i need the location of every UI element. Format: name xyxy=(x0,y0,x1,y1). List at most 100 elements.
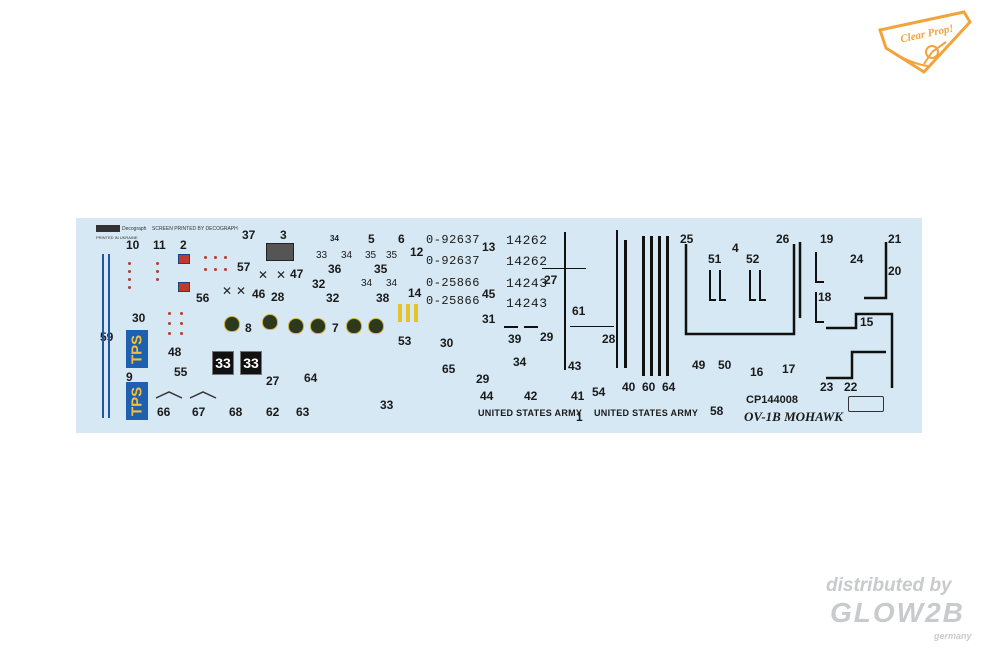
small-decal xyxy=(128,286,131,289)
decal-number: 25 xyxy=(680,232,694,246)
unit-badge-icon xyxy=(346,318,362,334)
decal-number: 20 xyxy=(888,264,902,278)
decal-number: 4 xyxy=(732,241,739,255)
decal-number: 10 xyxy=(126,238,140,252)
small-decal xyxy=(224,256,227,259)
decograph-logo xyxy=(96,225,120,232)
decal-number: 16 xyxy=(750,365,764,379)
decal-number: 27 xyxy=(266,374,280,388)
stripe-decal xyxy=(102,254,104,418)
decal-number: 27 xyxy=(544,273,558,287)
number-33-decal: 33 xyxy=(212,351,234,375)
walkway-outline-decal xyxy=(798,242,894,388)
decal-number: 21 xyxy=(888,232,902,246)
decal-number: 68 xyxy=(229,405,243,419)
screen-printed-label: SCREEN PRINTED BY DECOGRAPH xyxy=(152,226,238,232)
decal-number: 28 xyxy=(602,332,616,346)
serial-number: 0-92637 xyxy=(426,233,480,247)
tps-decal: TPS xyxy=(126,330,148,368)
small-decal xyxy=(224,268,227,271)
warning-strip-decal xyxy=(406,304,410,322)
decal-number: 66 xyxy=(157,405,171,419)
propeller-decal-icon: ✕ xyxy=(276,268,287,282)
decal-number: 5 xyxy=(368,232,375,246)
decal-number: 34 xyxy=(386,278,398,289)
small-decal xyxy=(168,332,171,335)
decal-number: 50 xyxy=(718,358,732,372)
small-decal xyxy=(180,312,183,315)
decal-number: 34 xyxy=(361,278,373,289)
decal-number: 36 xyxy=(328,262,342,276)
small-decal xyxy=(180,322,183,325)
unit-badge-icon xyxy=(224,316,240,332)
decal-number: 7 xyxy=(332,321,339,335)
propeller-decal-icon: ✕ xyxy=(258,268,269,282)
decal-number: 26 xyxy=(776,232,790,246)
small-decal xyxy=(128,262,131,265)
chevron-decal-icon xyxy=(155,391,183,399)
stripe-decal xyxy=(524,326,538,328)
decal-number: 57 xyxy=(237,260,251,274)
decal-number: 64 xyxy=(304,371,318,385)
decal-number: 43 xyxy=(568,359,582,373)
serial-number: 14262 xyxy=(506,233,548,248)
product-code: CP144008 xyxy=(746,394,798,406)
walkway-outline-decal xyxy=(684,244,796,336)
decal-number: 65 xyxy=(442,362,456,376)
small-decal xyxy=(156,278,159,281)
decal-number: 38 xyxy=(376,291,390,305)
decal-number: 44 xyxy=(480,389,494,403)
decal-number: 46 xyxy=(252,287,266,301)
small-decal xyxy=(204,256,207,259)
decal-number: 64 xyxy=(662,380,676,394)
warning-strip-decal xyxy=(398,304,402,322)
small-decal xyxy=(214,256,217,259)
decal-number: 29 xyxy=(476,372,490,386)
decal-number: 31 xyxy=(482,312,496,326)
decal-number: 42 xyxy=(524,389,538,403)
decal-number: 48 xyxy=(168,345,182,359)
watermark-country: germany xyxy=(934,631,972,641)
decal-number: 35 xyxy=(374,262,388,276)
stripe-decal xyxy=(650,236,653,376)
unit-badge-icon xyxy=(310,318,326,334)
decal-number: 35 xyxy=(365,250,377,261)
decal-number: 33 xyxy=(380,398,394,412)
decal-number: 29 xyxy=(540,330,554,344)
stripe-decal xyxy=(504,326,518,328)
stripe-decal xyxy=(616,230,618,368)
decal-number: 23 xyxy=(820,380,834,394)
small-decal xyxy=(156,270,159,273)
propeller-decal-icon: ✕ xyxy=(222,284,233,298)
decal-number: 32 xyxy=(326,291,340,305)
unit-badge-icon xyxy=(262,314,278,330)
product-name: OV-1B MOHAWK xyxy=(744,409,843,424)
stripe-decal xyxy=(564,232,566,370)
propeller-decal-icon: ✕ xyxy=(236,284,247,298)
decal-number: 2 xyxy=(180,238,187,252)
decal-number: 63 xyxy=(296,405,310,419)
small-logo-decal xyxy=(848,396,884,412)
watermark-distributed: distributed by xyxy=(826,575,952,596)
decal-number: 11 xyxy=(153,238,166,252)
decal-number: 41 xyxy=(571,389,585,403)
small-decal xyxy=(214,268,217,271)
unit-badge-icon xyxy=(288,318,304,334)
decal-number: 58 xyxy=(710,404,724,418)
small-decal xyxy=(168,312,171,315)
decal-number: 39 xyxy=(508,332,522,346)
decal-number: 28 xyxy=(271,290,285,304)
decal-number: 8 xyxy=(245,321,252,335)
small-decal xyxy=(168,322,171,325)
decal-number: 19 xyxy=(820,232,834,246)
decal-number: 53 xyxy=(398,334,412,348)
decal-number: 56 xyxy=(196,291,210,305)
small-decal xyxy=(204,268,207,271)
decal-number: 33 xyxy=(316,250,328,261)
decal-number: 13 xyxy=(482,240,496,254)
small-decal xyxy=(128,278,131,281)
unit-badge-icon xyxy=(368,318,384,334)
decal-number: 30 xyxy=(440,336,454,350)
decograph-label: Decograph xyxy=(122,226,147,232)
decal-number: 3 xyxy=(280,228,287,242)
